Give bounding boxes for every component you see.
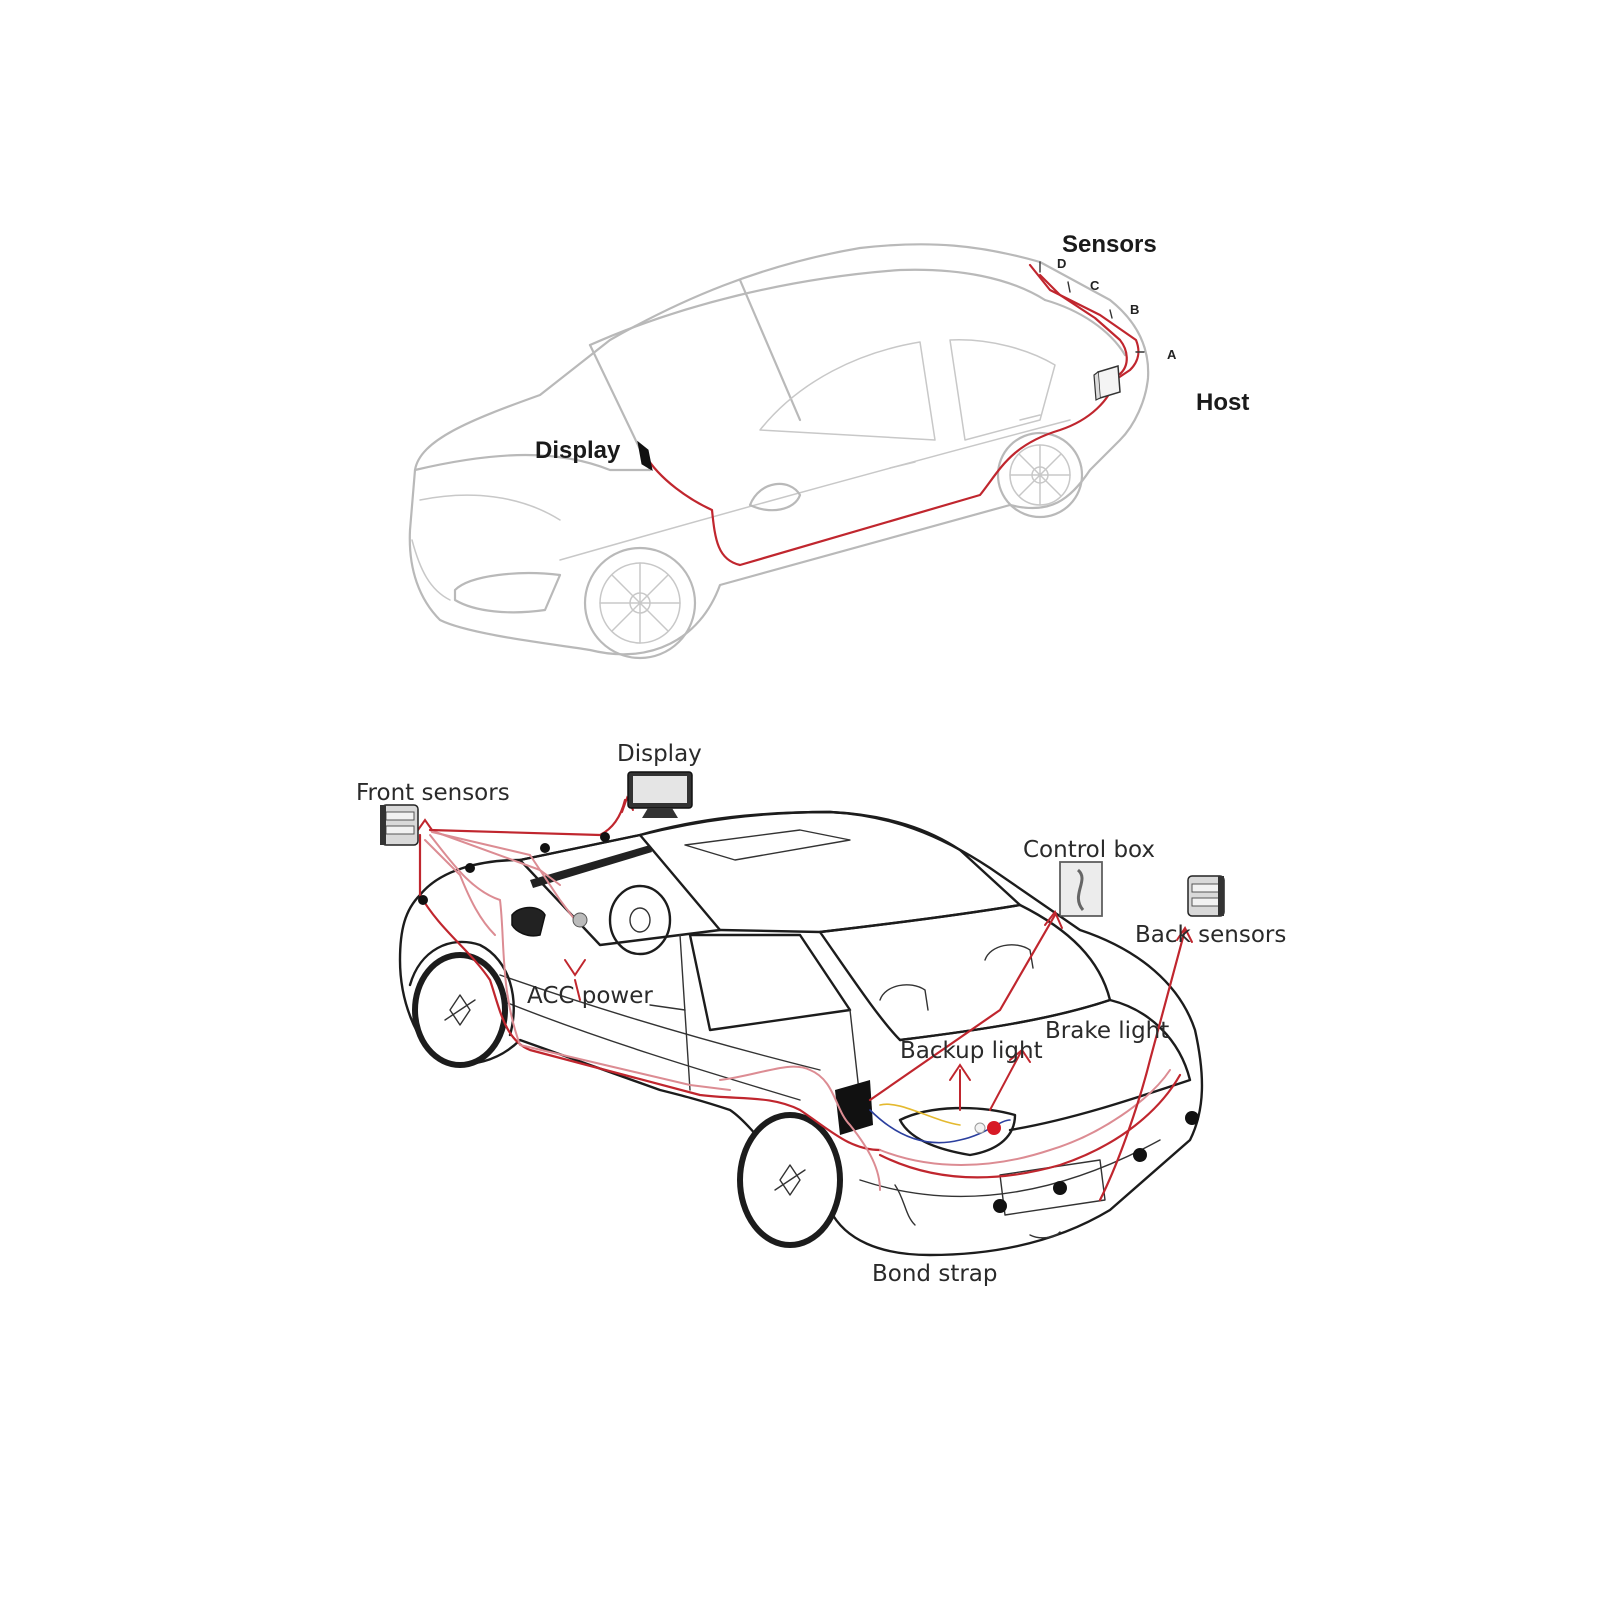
label-bond-strap: Bond strap	[872, 1261, 998, 1287]
top-label-sensor-a: A	[1167, 347, 1177, 362]
label-backup-light: Backup light	[900, 1038, 1043, 1064]
front-sensor-dot	[600, 832, 610, 842]
label-control-box: Control box	[1023, 837, 1155, 863]
label-brake-light: Brake light	[1045, 1018, 1169, 1044]
back-sensor-dot	[1053, 1181, 1067, 1195]
top-display-unit	[637, 440, 653, 472]
back-sensor-dot	[1133, 1148, 1147, 1162]
top-host-box	[1093, 365, 1121, 401]
top-label-sensor-c: C	[1090, 278, 1100, 293]
top-label-sensor-b: B	[1130, 302, 1139, 317]
bottom-steering-wheel	[608, 884, 672, 956]
top-label-sensor-d: D	[1057, 256, 1066, 271]
top-sensor-markers	[1039, 261, 1145, 353]
brake-light-connector	[987, 1121, 1001, 1135]
acc-power-connector	[572, 912, 588, 928]
label-acc-power: ACC power	[527, 983, 653, 1009]
top-label-sensors: Sensors	[1062, 231, 1157, 258]
control-box-icon	[1059, 861, 1103, 917]
top-front-wheel	[583, 546, 697, 660]
bottom-wiring	[418, 798, 1187, 1226]
bottom-rear-wheel	[737, 1112, 843, 1248]
back-sensor-dot	[1185, 1111, 1199, 1125]
front-sensor-dot	[540, 843, 550, 853]
front-sensor-dot	[418, 895, 428, 905]
label-front-sensors: Front sensors	[356, 780, 510, 806]
top-wiring	[643, 263, 1140, 567]
back-sensors-icon	[1187, 875, 1225, 917]
top-car-outline	[408, 243, 1150, 660]
bottom-car-outline	[398, 810, 1204, 1257]
bottom-sensor-dots	[418, 832, 1199, 1213]
top-label-display: Display	[535, 437, 621, 464]
top-rear-wheel	[996, 431, 1084, 519]
top-label-host: Host	[1196, 389, 1249, 416]
label-display: Display	[617, 741, 702, 767]
front-sensors-icon	[380, 804, 419, 846]
front-sensor-dot	[465, 863, 475, 873]
bottom-front-wheel	[408, 940, 515, 1068]
back-sensor-dot	[993, 1199, 1007, 1213]
backup-light-connector	[974, 1122, 986, 1134]
label-back-sensors: Back sensors	[1135, 922, 1286, 948]
bottom-arrows	[417, 795, 1193, 1111]
display-monitor-icon	[627, 771, 693, 818]
